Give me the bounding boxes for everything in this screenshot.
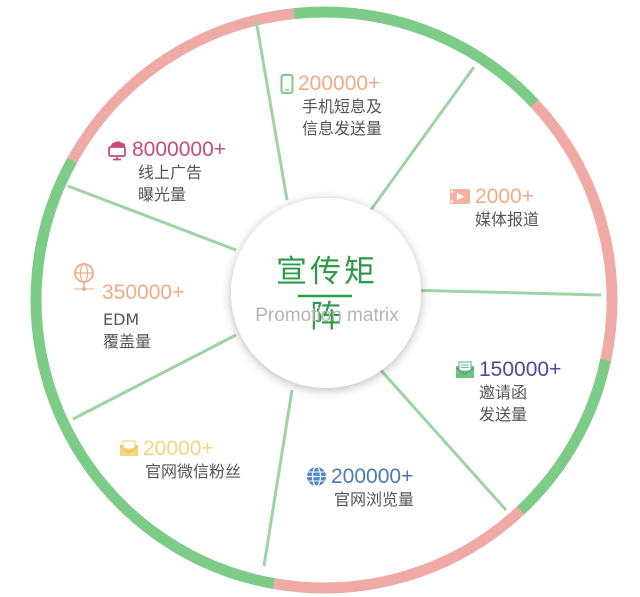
ring-arc-green <box>516 358 612 515</box>
spoke-line <box>67 184 237 252</box>
segment-label-line: 信息发送量 <box>302 118 383 138</box>
segment-label-line: 媒体报道 <box>475 209 540 229</box>
spoke-line <box>262 389 294 567</box>
segment-value: 8000000+ <box>106 137 226 163</box>
segment-label: 官网微信粉丝 <box>145 462 241 484</box>
segment-edm: 350000+ EDM 覆盖量 <box>70 262 184 354</box>
ring-arc-pink <box>67 8 295 164</box>
segment-label-line: 邀请函 <box>479 382 528 402</box>
spoke-line <box>254 19 289 201</box>
segment-label-line: EDM <box>103 309 140 329</box>
globe-icon <box>306 466 327 487</box>
segment-label: 手机短息及 信息发送量 <box>302 97 382 141</box>
segment-label: EDM 覆盖量 <box>103 310 184 354</box>
segment-value-text: 20000+ <box>143 437 214 460</box>
video-icon <box>449 188 471 205</box>
segment-value-text: 8000000+ <box>132 138 227 161</box>
segment-value-text: 350000+ <box>102 281 185 304</box>
segment-value-text: 150000+ <box>479 358 562 381</box>
network-globe-icon <box>72 262 184 292</box>
segment-label-line: 覆盖量 <box>103 331 152 351</box>
segment-label: 官网浏览量 <box>334 490 414 512</box>
segment-online-ads: 8000000+ 线上广告 曝光量 <box>106 137 226 207</box>
segment-label: 线上广告 曝光量 <box>138 163 226 207</box>
ring-arc-pink <box>530 99 618 362</box>
segment-value: 20000+ <box>119 436 241 462</box>
segment-label-line: 手机短息及 <box>302 96 383 116</box>
segment-invitation: 150000+ 邀请函 发送量 <box>455 357 561 427</box>
segment-label: 媒体报道 <box>475 210 539 232</box>
segment-sms: 200000+ 手机短息及 信息发送量 <box>280 71 382 141</box>
segment-value-text: 200000+ <box>298 72 381 95</box>
mail-icon <box>119 440 139 457</box>
spoke-line <box>404 288 602 297</box>
segment-website: 200000+ 官网浏览量 <box>306 464 414 512</box>
segment-value-text: 200000+ <box>331 465 414 488</box>
segment-label-line: 曝光量 <box>138 184 187 204</box>
monitor-cloud-icon <box>106 139 128 161</box>
ring-arc-pink <box>273 506 525 594</box>
segment-value-text: 2000+ <box>475 185 534 208</box>
spokes <box>67 19 602 567</box>
segment-label-line: 官网浏览量 <box>334 489 415 509</box>
segment-media: 2000+ 媒体报道 <box>449 184 539 232</box>
segment-wechat: 20000+ 官网微信粉丝 <box>119 436 241 484</box>
segment-label-line: 线上广告 <box>138 162 203 182</box>
envelope-icon <box>455 361 475 379</box>
ring-arc-green <box>293 6 539 108</box>
mobile-phone-icon <box>280 73 294 94</box>
segment-value: 350000+ <box>102 280 184 306</box>
spoke-line <box>363 66 476 219</box>
segment-value: 200000+ <box>306 464 414 490</box>
segment-value: 150000+ <box>455 357 561 383</box>
center-subtitle: Promotion matrix <box>255 305 399 326</box>
segment-label-line: 官网微信粉丝 <box>145 461 242 481</box>
segment-label-line: 发送量 <box>479 404 528 424</box>
spoke-line <box>376 365 508 512</box>
ring-arc-green <box>30 157 275 590</box>
segment-value: 2000+ <box>449 184 539 210</box>
spoke-line <box>72 333 237 421</box>
segment-value: 200000+ <box>280 71 382 97</box>
segment-label: 邀请函 发送量 <box>479 383 561 427</box>
center-hub <box>231 198 421 388</box>
center-title: 宣传矩阵 <box>276 254 378 335</box>
outer-ring <box>30 6 618 594</box>
